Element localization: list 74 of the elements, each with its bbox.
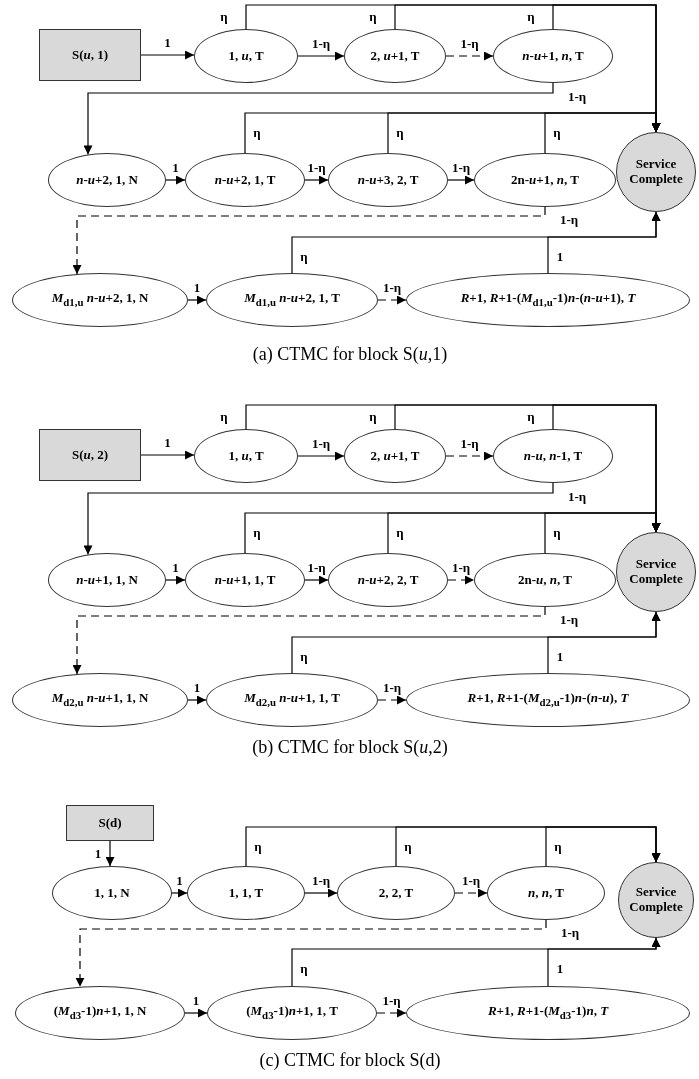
state-ellipse [474,153,616,207]
block-label: S(u, 2) [71,447,109,463]
block-label: S(u, 1) [71,47,109,63]
block-label: S(d) [98,815,122,831]
state-label: 2, 2, T [378,885,414,901]
state-label: n-u+1, 1, N [76,572,138,588]
state-label: 1, 1, T [228,885,264,901]
state-label: M$_{d1,u}$ n-u+2, 1, T [244,291,340,309]
arrow [304,575,329,585]
source-block [39,429,141,481]
state-label: R+1, R+1-(M$_{d2,u}$-1)n-(n-u), T [467,691,629,709]
state-label: (M$_{d3}$-1)n+1, 1, T [246,1004,338,1022]
state-label: Service Complete [628,557,684,587]
arrow [454,888,488,898]
state-label: n-u+2, 1, N [76,172,138,188]
arrow [376,1008,407,1018]
arrow [297,51,345,61]
state-label: n-u+1, n, T [522,48,584,64]
arrow [445,51,494,61]
state-label: 1, 1, N [94,885,130,901]
state-label: M$_{d1,u}$ n-u+2, 1, N [51,291,149,309]
arrow [377,695,407,705]
state-label: 2, u+1, T [370,448,420,464]
state-label: 2n-u+1, n, T [511,172,579,188]
state-ellipse [474,553,616,607]
arrow [544,112,661,154]
arrow [83,482,554,556]
state-label: R+1, R+1-(M$_{d3}$-1)n, T [487,1004,609,1022]
state-label: M$_{d2,u}$ n-u+1, 1, T [244,691,340,709]
arrow [447,575,475,585]
arrow [140,450,195,460]
arrow [445,451,494,461]
arrow [83,82,554,156]
state-label: n, n, T [528,885,564,901]
arrow [187,295,207,305]
source-block [66,805,154,841]
arrow [171,888,188,898]
state-label: 1, u, T [228,48,264,64]
state-label: n-u+2, 2, T [357,572,419,588]
state-label: n-u, n-1, T [523,448,583,464]
arrow [377,295,407,305]
state-label: n-u+2, 1, T [214,172,276,188]
state-label: n-u+3, 2, T [357,172,419,188]
arrow [447,175,475,185]
state-label: Service Complete [628,885,684,915]
state-label: R+1, R+1-(M$_{d1,u}$-1)n-(n-u+1), T [460,291,636,309]
figure-caption: (a) CTMC for block S(u,1) [252,344,448,365]
arrow [547,211,661,274]
arrow [165,175,186,185]
arrow [140,50,195,60]
arrow [75,919,547,988]
arrow [165,575,186,585]
state-label: (M$_{d3}$-1)n+1, 1, N [53,1004,147,1022]
figure-caption: (c) CTMC for block S(d) [259,1050,441,1071]
state-label: 1, u, T [228,448,264,464]
arrow [545,826,661,867]
arrow [72,606,546,675]
arrow [304,175,329,185]
arrow [297,451,345,461]
arrow [187,695,207,705]
source-block [39,29,141,81]
state-label: n-u+1, 1, T [214,572,276,588]
arrow [105,840,115,867]
state-label: Service Complete [628,157,684,187]
state-label: 2n-u, n, T [518,572,572,588]
arrow [184,1008,208,1018]
arrow [72,206,546,275]
arrow [544,512,661,554]
arrow [547,611,661,674]
state-label: M$_{d2,u}$ n-u+1, 1, N [51,691,149,709]
arrow [304,888,338,898]
state-label: 2, u+1, T [370,48,420,64]
arrow [547,937,661,987]
figure-caption: (b) CTMC for block S(u,2) [252,737,448,758]
